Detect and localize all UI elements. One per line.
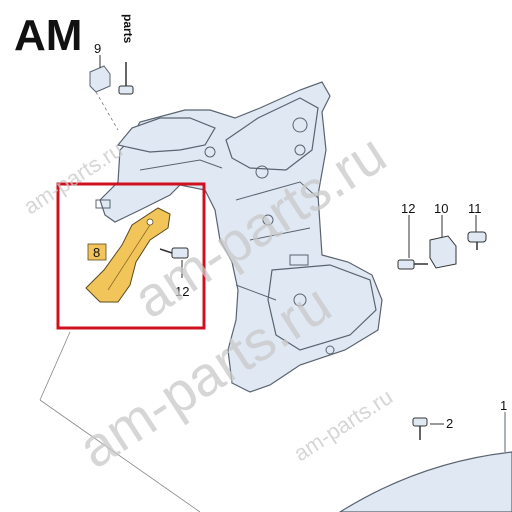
bolt-head bbox=[118, 85, 134, 95]
panel-slot bbox=[289, 254, 309, 266]
crease-line bbox=[235, 181, 319, 201]
lower-panel bbox=[267, 264, 377, 351]
callout-11: 11 bbox=[468, 201, 482, 216]
frame-leaders bbox=[39, 331, 201, 512]
panel-hole bbox=[262, 214, 274, 226]
callout-9: 9 bbox=[94, 41, 101, 56]
clip-bracket bbox=[89, 65, 111, 93]
panel-slot bbox=[95, 199, 111, 209]
callout-2: 2 bbox=[446, 416, 453, 431]
callout-12-frame: 12 bbox=[175, 284, 189, 299]
part-8-reinforcement bbox=[85, 207, 171, 303]
callout-8: 8 bbox=[93, 245, 100, 260]
dashed-leader bbox=[39, 331, 71, 401]
panel-hole bbox=[292, 117, 308, 133]
watermark: am-parts.ru bbox=[289, 384, 397, 466]
panel-hole bbox=[325, 345, 335, 355]
panel-hole bbox=[255, 165, 269, 179]
selection-frame bbox=[56, 182, 206, 330]
clip-11 bbox=[467, 231, 487, 243]
panel-hole bbox=[204, 146, 216, 158]
crease-line bbox=[139, 159, 223, 171]
callout-1: 1 bbox=[500, 398, 507, 413]
crease-line bbox=[249, 227, 311, 241]
bolt-top bbox=[118, 62, 134, 95]
bolt-shank bbox=[159, 248, 173, 254]
part-8-badge bbox=[87, 243, 107, 261]
panel-hole bbox=[294, 144, 306, 156]
logo-sub: parts bbox=[121, 14, 135, 44]
screw-2 bbox=[412, 417, 444, 440]
upper-bracket bbox=[116, 117, 216, 153]
callout-12-right: 12 bbox=[401, 201, 415, 216]
panel-details bbox=[95, 117, 335, 355]
dashed-leader bbox=[39, 399, 201, 512]
dashed-leader bbox=[95, 91, 119, 131]
callout-labels: 9 8 12 12 10 11 2 1 bbox=[93, 41, 507, 431]
part-8-fold bbox=[107, 224, 151, 291]
crease-line bbox=[235, 284, 277, 301]
callout-10: 10 bbox=[434, 201, 448, 216]
part-8-hole bbox=[146, 218, 154, 226]
logo: AM parts bbox=[14, 11, 135, 60]
fender bbox=[338, 412, 512, 512]
panel-hole bbox=[293, 293, 307, 307]
right-parts-group bbox=[397, 215, 487, 270]
bolt-12-frame bbox=[159, 247, 189, 278]
fender-panel bbox=[338, 451, 512, 512]
bracket-10 bbox=[429, 235, 457, 269]
part-9-bracket bbox=[89, 55, 119, 131]
logo-main: AM bbox=[14, 11, 82, 60]
reinforcement-bracket bbox=[85, 207, 171, 303]
bolt-12-head bbox=[397, 259, 415, 270]
screw-2-head bbox=[412, 417, 428, 427]
